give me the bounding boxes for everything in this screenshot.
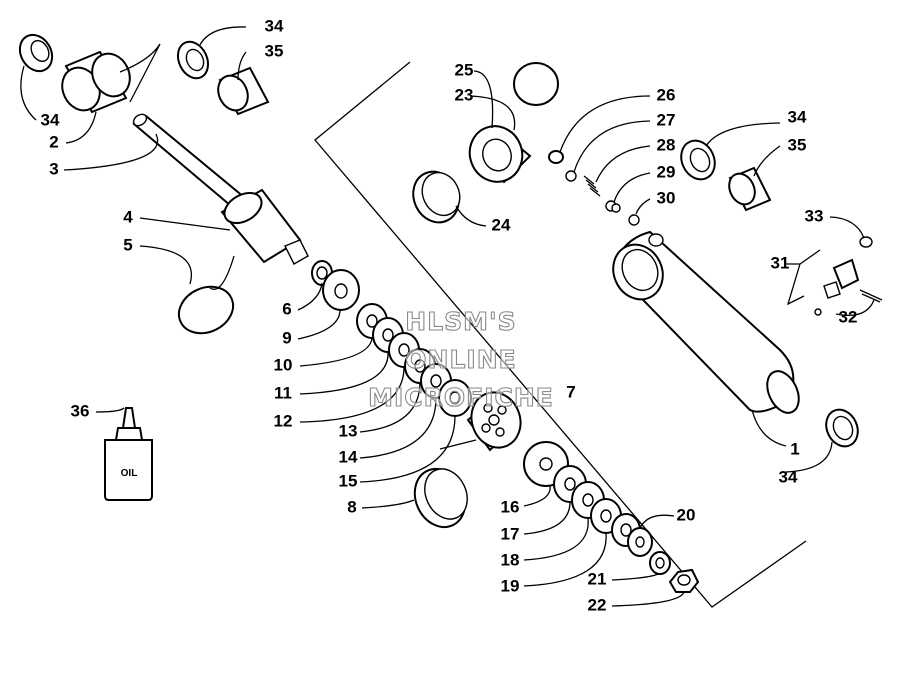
callout-32: 32 xyxy=(839,307,858,326)
callout-35: 35 xyxy=(265,41,284,60)
o-ring-5 xyxy=(177,285,235,335)
callout-21: 21 xyxy=(588,569,607,588)
ball-30 xyxy=(628,214,640,226)
shim-15 xyxy=(438,379,472,417)
ball-27 xyxy=(565,170,577,182)
piston-ring-8 xyxy=(413,467,468,529)
bushing-35-top xyxy=(217,66,270,116)
callout-14: 14 xyxy=(339,447,358,466)
callout-30: 30 xyxy=(657,188,676,207)
callout-25: 25 xyxy=(455,60,474,79)
callout-20: 20 xyxy=(677,505,696,524)
piston-7 xyxy=(466,390,522,452)
callout-11: 11 xyxy=(274,383,292,402)
callout-26: 26 xyxy=(657,85,676,104)
callout-7: 7 xyxy=(566,382,575,401)
callout-6: 6 xyxy=(282,299,291,318)
callout-28: 28 xyxy=(657,135,676,154)
callout-4: 4 xyxy=(123,207,133,226)
valve-cap-26 xyxy=(548,150,564,164)
pin-29 xyxy=(605,200,621,213)
shim-20b xyxy=(627,527,653,557)
bushing-2 xyxy=(61,50,131,114)
callout-29: 29 xyxy=(657,162,676,181)
callout-31: 31 xyxy=(771,253,790,272)
callout-16: 16 xyxy=(501,497,520,516)
oil-bottle-36: OIL xyxy=(104,407,153,501)
callout-27: 27 xyxy=(657,110,676,129)
washer-21 xyxy=(649,551,671,575)
callout-12: 12 xyxy=(274,411,293,430)
bushing-34-top-mid xyxy=(176,40,210,80)
callout-34: 34 xyxy=(41,110,60,129)
assembly-bracket xyxy=(314,61,807,608)
seal-head-23 xyxy=(468,125,532,184)
shaft-end-4 xyxy=(220,188,309,265)
watermark-line-1: HLSM'S xyxy=(405,307,516,336)
o-ring-25 xyxy=(513,62,559,106)
watermark: HLSM'S ONLINE MICROFICHE xyxy=(368,306,554,412)
callout-34: 34 xyxy=(788,107,807,126)
callout-10: 10 xyxy=(274,355,293,374)
watermark-line-3: MICROFICHE xyxy=(368,383,554,412)
bushing-35-right xyxy=(728,166,772,212)
callout-1: 1 xyxy=(790,439,799,458)
callout-5: 5 xyxy=(123,235,132,254)
callout-3: 3 xyxy=(49,159,58,178)
oil-bottle-label: OIL xyxy=(121,468,138,479)
ring-24 xyxy=(412,170,461,224)
callout-34: 34 xyxy=(265,16,284,35)
screw-33 xyxy=(859,236,873,248)
callout-labels: 34 35 34 2 3 4 5 6 9 10 11 12 13 14 15 7… xyxy=(41,16,858,614)
callout-13: 13 xyxy=(339,421,358,440)
callout-24: 24 xyxy=(492,215,511,234)
callout-23: 23 xyxy=(455,85,474,104)
callout-22: 22 xyxy=(588,595,607,614)
callout-9: 9 xyxy=(282,328,291,347)
nut-22 xyxy=(668,568,700,593)
callout-2: 2 xyxy=(49,132,58,151)
callout-35: 35 xyxy=(788,135,807,154)
callout-17: 17 xyxy=(501,524,520,543)
valve-fitting-31 xyxy=(814,258,860,316)
cylinder-body-1 xyxy=(612,230,800,414)
callout-19: 19 xyxy=(501,576,520,595)
callout-34: 34 xyxy=(779,467,798,486)
callout-36: 36 xyxy=(71,401,90,420)
o-ring-32 xyxy=(859,289,883,303)
bushing-34-top-left xyxy=(18,33,54,73)
bushing-34-bottom-right xyxy=(825,408,859,448)
washer-9 xyxy=(322,269,360,311)
watermark-line-2: ONLINE xyxy=(405,345,516,374)
callout-33: 33 xyxy=(805,206,824,225)
leader-lines xyxy=(20,26,875,607)
callout-8: 8 xyxy=(347,497,356,516)
bushing-34-right-upper xyxy=(680,139,716,181)
callout-18: 18 xyxy=(501,550,520,569)
callout-15: 15 xyxy=(339,471,358,490)
spring-28 xyxy=(583,175,601,197)
